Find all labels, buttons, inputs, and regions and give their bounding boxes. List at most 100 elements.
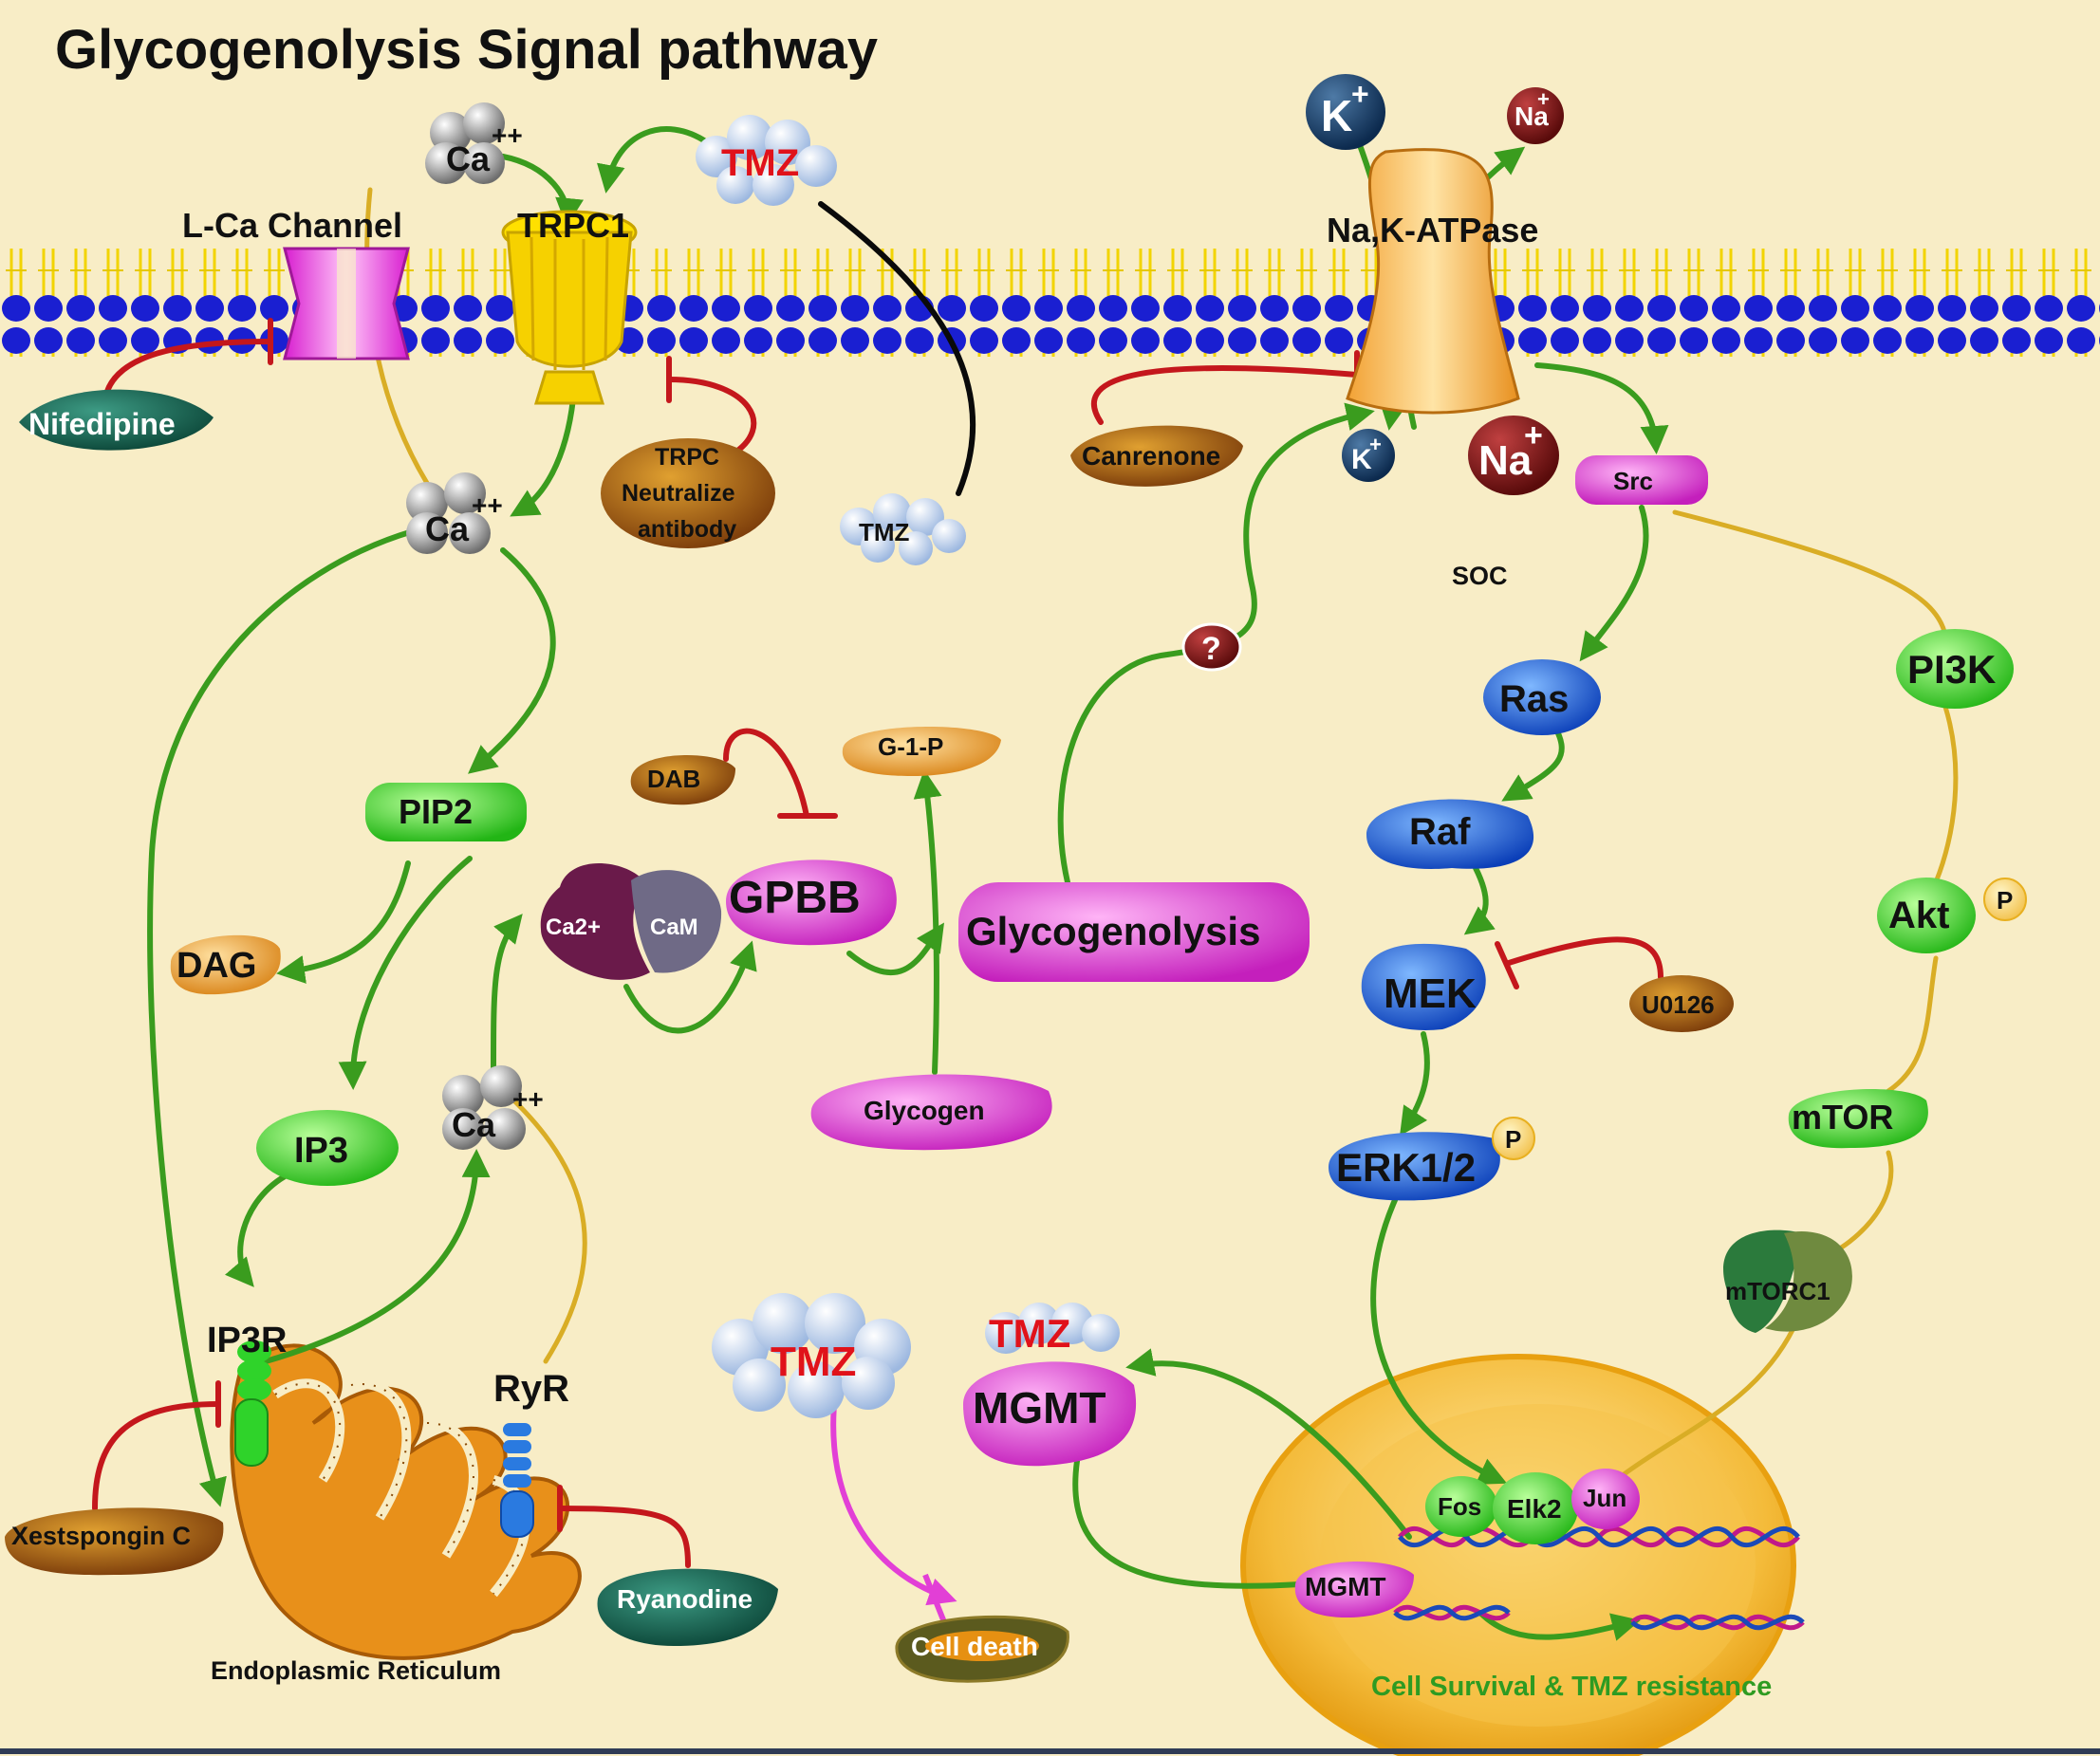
tmz-small-label: TMZ [859, 518, 910, 546]
ca2-cam-complex[interactable]: Ca2+ CaM [540, 863, 722, 980]
tmz-cloud-mgmt[interactable]: TMZ [985, 1303, 1120, 1356]
soc-label: SOC [1452, 562, 1508, 590]
ip3r-label: IP3R [207, 1321, 287, 1360]
dab-label: DAB [647, 765, 700, 793]
glycogenolysis-label: Glycogenolysis [966, 909, 1260, 953]
na-k-atpase[interactable] [1346, 148, 1520, 415]
pip2-label: PIP2 [399, 792, 473, 831]
na-ion-outside: Na + [1507, 87, 1564, 144]
dab-node[interactable]: DAB [630, 755, 735, 805]
arrow-gpbb-g1p [846, 922, 944, 976]
cam-label: CaM [650, 915, 698, 940]
celldeath-block [922, 1573, 947, 1624]
tmz-mgmt-label: TMZ [989, 1311, 1070, 1356]
u0126-node[interactable]: U0126 [1629, 975, 1734, 1032]
ca-ion-cytosol-symbol: Ca [425, 509, 470, 548]
ryanodine-node[interactable]: Ryanodine [597, 1568, 778, 1646]
ca-ion-er-symbol: Ca [452, 1105, 496, 1144]
question-node[interactable]: ? [1181, 622, 1242, 672]
ip3r-receptor[interactable] [234, 1340, 271, 1467]
trpc-antibody-line1: TRPC [655, 444, 719, 471]
mtor-node[interactable]: mTOR [1788, 1089, 1928, 1149]
mgmt-nuclear-label: MGMT [1305, 1572, 1386, 1601]
arrow-glycogen-g1p [913, 769, 942, 1075]
g1p-node[interactable]: G-1-P [842, 727, 1001, 776]
arrow-mek-erk [1400, 1031, 1430, 1137]
ca-ion-cytosol-charge: ++ [472, 490, 503, 520]
na-ion-inside: Na + [1468, 416, 1559, 495]
erk-label: ERK1/2 [1336, 1145, 1476, 1190]
page-title: Glycogenolysis Signal pathway [55, 19, 878, 81]
gpbb-label: GPBB [729, 873, 861, 923]
k-ion-inside-charge: + [1369, 433, 1382, 456]
trpc-antibody-node[interactable]: TRPC Neutralize antibody [601, 438, 775, 548]
nifedipine-node[interactable]: Nifedipine [19, 389, 214, 451]
trpc1-channel[interactable] [501, 210, 638, 405]
arrow-ip3-ip3r [224, 1174, 288, 1287]
endoplasmic-reticulum [230, 1343, 582, 1660]
ryr-label: RyR [493, 1368, 569, 1410]
tmz-cloud-small[interactable]: TMZ [840, 493, 966, 565]
akt-p-label: P [1997, 886, 2013, 915]
erk-p-label: P [1505, 1125, 1521, 1154]
trpc-antibody-line3: antibody [638, 516, 736, 543]
mgmt-nuclear-node[interactable]: MGMT [1294, 1562, 1414, 1617]
raf-node[interactable]: Raf [1366, 799, 1534, 869]
akt-phospho-badge: P [1983, 878, 2027, 921]
mek-label: MEK [1384, 970, 1477, 1017]
dna-strand [1393, 1526, 1805, 1631]
u0126-label: U0126 [1642, 990, 1715, 1019]
ip3-label: IP3 [294, 1131, 348, 1171]
tmz-entry-line [818, 201, 976, 496]
erk-node[interactable]: ERK1/2 [1329, 1132, 1500, 1201]
ip3-node[interactable]: IP3 [256, 1110, 399, 1186]
k-ion-outside-symbol: K [1321, 91, 1352, 140]
tmz-cloud-large[interactable]: TMZ [712, 1293, 911, 1418]
gpbb-node[interactable]: GPBB [726, 860, 897, 946]
dag-node[interactable]: DAG [170, 934, 281, 995]
mek-node[interactable]: MEK [1361, 943, 1486, 1030]
ca-ion-top-symbol: Ca [446, 139, 491, 178]
glycogen-label: Glycogen [864, 1096, 985, 1125]
erk-phospho-badge: P [1492, 1117, 1535, 1160]
src-label: Src [1613, 467, 1653, 495]
k-ion-outside: K + [1306, 74, 1385, 150]
l-ca-channel[interactable] [283, 247, 410, 360]
pi3k-label: PI3K [1907, 647, 1996, 692]
arrow-tmz-celldeath [830, 1394, 957, 1606]
pi3k-node[interactable]: PI3K [1896, 629, 2014, 709]
arrow-ca-pip2 [468, 547, 556, 774]
canrenone-node[interactable]: Canrenone [1070, 425, 1243, 487]
jun-node[interactable]: Jun [1571, 1469, 1640, 1529]
xestspongin-node[interactable]: Xestspongin C [5, 1507, 224, 1576]
ca-ion-cytosol: Ca ++ [406, 472, 503, 554]
cell-death-node[interactable]: Cell death [895, 1615, 1069, 1683]
elk2-node[interactable]: Elk2 [1493, 1472, 1578, 1544]
arrow-pip2-ip3 [338, 856, 473, 1090]
akt-node[interactable]: Akt [1877, 878, 1976, 953]
pip2-node[interactable]: PIP2 [365, 783, 527, 841]
arrow-raf-mek [1463, 865, 1496, 935]
arrow-ca-er [147, 528, 416, 1507]
g1p-label: G-1-P [878, 732, 943, 761]
tmz-cloud-top[interactable]: TMZ [696, 115, 837, 206]
src-node[interactable]: Src [1575, 455, 1708, 505]
arrow-trpc1-ca [510, 386, 577, 517]
ras-node[interactable]: Ras [1483, 659, 1601, 735]
elk2-label: Elk2 [1507, 1494, 1562, 1524]
nucleus [1240, 1354, 1796, 1756]
glycogenolysis-node[interactable]: Glycogenolysis [958, 882, 1310, 982]
nifedipine-label: Nifedipine [28, 407, 176, 441]
association-lines [364, 187, 1959, 1478]
ryr-receptor[interactable] [500, 1423, 534, 1538]
fos-node[interactable]: Fos [1425, 1476, 1497, 1537]
akt-label: Akt [1888, 895, 1949, 936]
arrow-src-ras [1579, 505, 1649, 662]
canrenone-label: Canrenone [1082, 441, 1220, 471]
arrow-ip3r-ca [263, 1149, 491, 1364]
mtorc1-node[interactable]: mTORC1 [1723, 1229, 1852, 1333]
mgmt-node[interactable]: MGMT [963, 1361, 1137, 1467]
glycogen-node[interactable]: Glycogen [810, 1074, 1052, 1151]
tmz-top-label: TMZ [721, 142, 799, 184]
